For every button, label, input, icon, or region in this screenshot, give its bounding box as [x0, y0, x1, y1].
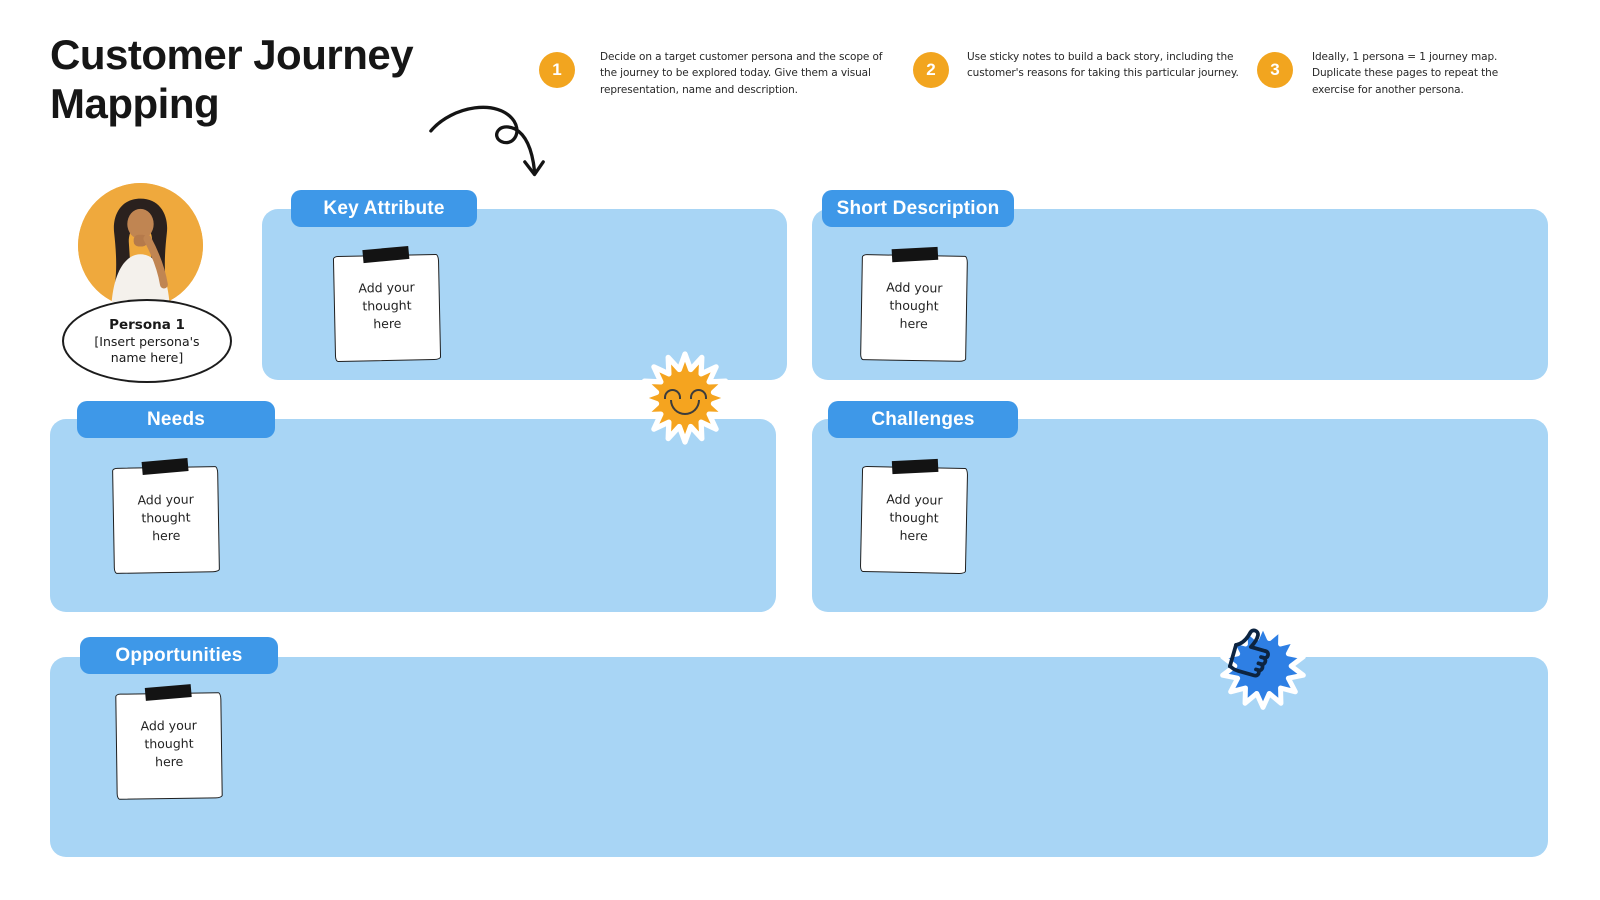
sticky-note-text: Add your thought here	[886, 491, 943, 544]
step-1-number: 1	[539, 52, 575, 88]
section-label-key-attribute[interactable]: Key Attribute	[291, 190, 477, 227]
persona-name-bubble[interactable]: Persona 1 [Insert persona's name here]	[62, 299, 232, 383]
sticky-note-text: Add your thought here	[140, 717, 197, 770]
step-2-text: Use sticky notes to build a back story, …	[967, 51, 1239, 80]
panel-opportunities[interactable]	[50, 657, 1548, 857]
sun-smile-icon	[670, 400, 700, 416]
section-label-short-description[interactable]: Short Description	[822, 190, 1014, 227]
step-2-number: 2	[913, 52, 949, 88]
sun-smiley-sticker[interactable]	[634, 347, 736, 449]
page-title: Customer Journey Mapping	[50, 31, 414, 128]
tape-icon	[141, 458, 189, 475]
section-label-needs[interactable]: Needs	[77, 401, 275, 438]
persona-name-placeholder: [Insert persona's name here]	[94, 334, 200, 365]
tape-icon	[891, 458, 939, 475]
sticky-note-text: Add your thought here	[886, 279, 943, 332]
tape-icon	[144, 684, 192, 701]
sun-face	[634, 347, 736, 449]
sticky-note-opportunities[interactable]: Add your thought here	[115, 684, 223, 800]
step-3-number: 3	[1257, 52, 1293, 88]
sticky-note-text: Add your thought here	[137, 491, 194, 544]
sticky-note-short-description[interactable]: Add your thought here	[860, 246, 968, 362]
sticky-note-needs[interactable]: Add your thought here	[112, 458, 220, 574]
sun-eye-icon	[663, 388, 681, 399]
curly-arrow-icon	[429, 105, 545, 177]
thumbs-up-icon	[1227, 628, 1270, 678]
section-label-challenges[interactable]: Challenges	[828, 401, 1018, 438]
tape-icon	[362, 245, 410, 264]
persona-avatar[interactable]	[78, 183, 203, 308]
step-1-text: Decide on a target customer persona and …	[600, 51, 883, 96]
sticky-note-challenges[interactable]: Add your thought here	[859, 458, 969, 575]
sticky-note-text: Add your thought here	[358, 279, 415, 332]
sun-eye-icon	[690, 388, 708, 399]
persona-label: Persona 1	[109, 316, 185, 333]
thumbs-up-burst-sticker[interactable]	[1215, 618, 1311, 714]
section-label-opportunities[interactable]: Opportunities	[80, 637, 278, 674]
tape-icon	[891, 246, 939, 263]
sticky-note-key-attribute[interactable]: Add your thought here	[332, 245, 442, 363]
step-3-text: Ideally, 1 persona = 1 journey map. Dupl…	[1312, 51, 1499, 96]
